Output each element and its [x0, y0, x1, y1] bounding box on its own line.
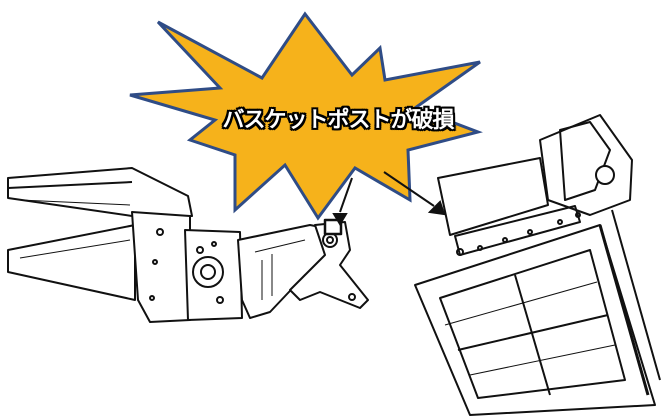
- basket: [414, 114, 661, 416]
- boom: [7, 167, 369, 323]
- arrow-head-right: [427, 200, 446, 216]
- callout-starburst: [129, 11, 483, 221]
- callout-label: バスケットポストが破損: [222, 108, 454, 133]
- arrow-head-left: [332, 213, 348, 226]
- callout-arrows: [332, 171, 446, 226]
